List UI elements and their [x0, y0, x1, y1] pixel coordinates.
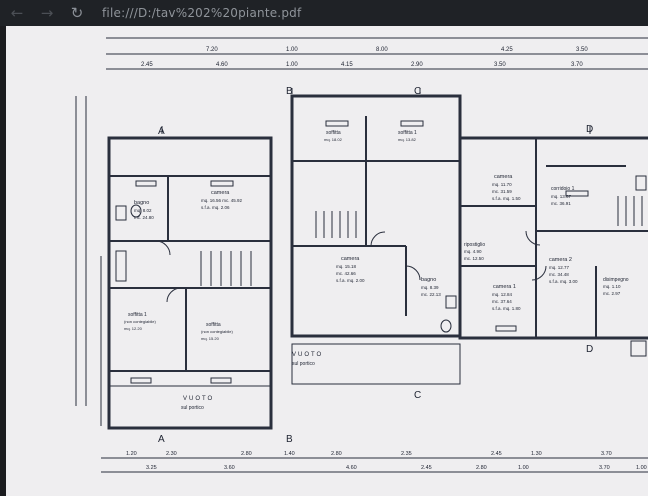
room-camera1-l3: s.f.a. mq. 1.80	[492, 306, 521, 311]
vuoto-a-sub: sul portico	[181, 405, 204, 411]
room-camera-a-l2: s.f.a. mq. 2.06	[201, 205, 230, 210]
room-soffitta1-a-l1: (non contegiabile)	[124, 319, 156, 324]
section-c-top: C	[414, 86, 421, 97]
bottom-dim-14: 2.80	[476, 465, 487, 471]
room-bagno-c-l1: mq. 8.39	[421, 285, 439, 290]
bottom-dim-9: 3.70	[601, 451, 612, 457]
room-soffitta1-a-l2: mq. 12.20	[124, 326, 143, 331]
section-a-top: A	[158, 126, 165, 137]
section-d-top: D	[586, 124, 593, 135]
room-ripostiglio-name: ripostiglio	[464, 242, 485, 248]
bottom-dim-10: 3.25	[146, 465, 157, 471]
section-a-bottom: A	[158, 434, 165, 445]
bottom-dim-16: 3.70	[599, 465, 610, 471]
room-soffitta1-c-name: soffitta 1	[398, 130, 417, 136]
section-c-bottom: C	[414, 390, 421, 401]
room-soffitta1-c-l1: mq. 13.82	[398, 137, 417, 142]
room-camera1-l2: mc. 37.64	[492, 299, 512, 304]
room-bagno-a-l2: mc. 24.80	[134, 215, 154, 220]
room-disimpegno-l1: mq. 1.10	[603, 284, 621, 289]
top-dim-8: 1.00	[286, 62, 298, 68]
room-camera-c-l3: s.f.a. mq. 2.00	[336, 278, 365, 283]
top-dim-5: 3.50	[576, 47, 588, 53]
back-arrow-icon[interactable]: ←	[10, 4, 24, 22]
room-camera2-l3: s.f.a. mq. 3.00	[549, 279, 578, 284]
room-camera-c-l2: mc. 42.66	[336, 271, 356, 276]
bottom-dim-12: 4.60	[346, 465, 357, 471]
top-dim-9: 4.15	[341, 62, 353, 68]
bottom-dim-11: 3.60	[224, 465, 235, 471]
pdf-page: 7.20 1.00 8.00 4.25 3.50 2.45 4.60 1.00 …	[6, 26, 648, 496]
room-camera-d-l3: s.f.a. mq. 1.50	[492, 196, 521, 201]
room-soffitta-a-l1: (non contegiabile)	[201, 329, 233, 334]
room-corridoio-name: corridoio 1	[551, 186, 575, 192]
bottom-dim-5: 2.80	[331, 451, 342, 457]
bottom-dim-1: 1.20	[126, 451, 137, 457]
room-camera2-l1: mq. 12.77	[549, 265, 570, 270]
room-corridoio-l1: mq. 13.67	[551, 194, 572, 199]
room-bagno-c-l2: mc. 22.13	[421, 292, 441, 297]
bottom-dim-4: 1.40	[284, 451, 295, 457]
room-soffitta-c-name: soffitta	[326, 130, 341, 136]
room-bagno-a-l1: mq. 8.02	[134, 208, 152, 213]
top-dim-1: 7.20	[206, 47, 218, 53]
room-camera-d-l2: mc. 31.59	[492, 189, 512, 194]
top-dim-11: 3.50	[494, 62, 506, 68]
room-camera1-l1: mq. 12.84	[492, 292, 513, 297]
room-camera-a-l1: mq. 16.56 mc. 45.92	[201, 198, 243, 203]
room-camera-c-name: camera	[341, 256, 360, 262]
bottom-dim-3: 2.80	[241, 451, 252, 457]
bottom-dim-6: 2.35	[401, 451, 412, 457]
room-soffitta-a-name: soffitta	[206, 322, 221, 328]
bottom-dim-17: 1.00	[636, 465, 647, 471]
section-b-bottom: B	[286, 434, 293, 445]
room-soffitta-c-l1: mq. 18.02	[324, 137, 343, 142]
section-b-top: B	[286, 86, 293, 97]
vuoto-c-label: VUOTO	[292, 352, 323, 358]
room-camera2-name: camera 2	[549, 257, 572, 263]
bottom-dim-13: 2.45	[421, 465, 432, 471]
room-soffitta1-a-name: soffitta 1	[128, 312, 147, 318]
bottom-dim-15: 1.00	[518, 465, 529, 471]
room-camera2-l2: mc. 34.48	[549, 272, 569, 277]
room-ripostiglio-l1: mq. 4.90	[464, 249, 482, 254]
room-disimpegno-name: disimpegno	[603, 277, 629, 283]
top-dim-4: 4.25	[501, 47, 513, 53]
room-bagno-a-name: bagno	[134, 200, 149, 206]
top-dim-3: 8.00	[376, 47, 388, 53]
room-camera-d-l1: mq. 11.70	[492, 182, 512, 187]
room-camera-a-name: camera	[211, 190, 230, 196]
bottom-dim-8: 1.30	[531, 451, 542, 457]
top-dim-10: 2.90	[411, 62, 423, 68]
top-dim-7: 4.60	[216, 62, 228, 68]
bottom-dim-7: 2.45	[491, 451, 502, 457]
floor-plan-drawing: 7.20 1.00 8.00 4.25 3.50 2.45 4.60 1.00 …	[75, 37, 648, 473]
vuoto-a-label: VUOTO	[183, 396, 214, 402]
top-dim-6: 2.45	[141, 62, 153, 68]
room-bagno-c-name: bagno	[421, 277, 436, 283]
room-camera-c-l1: mq. 15.18	[336, 264, 357, 269]
vuoto-c-sub: sul portico	[292, 361, 315, 367]
forward-arrow-icon[interactable]: →	[40, 4, 54, 22]
reload-icon[interactable]: ↻	[70, 4, 84, 22]
address-bar[interactable]: file:///D:/tav%202%20piante.pdf	[102, 6, 302, 20]
top-dim-12: 3.70	[571, 62, 583, 68]
bottom-dim-2: 2.30	[166, 451, 177, 457]
room-camera-d-name: camera	[494, 174, 513, 180]
section-d-bottom: D	[586, 344, 593, 355]
room-disimpegno-l2: mc. 2.97	[603, 291, 621, 296]
browser-toolbar: ← → ↻ file:///D:/tav%202%20piante.pdf	[0, 0, 648, 26]
top-dim-2: 1.00	[286, 47, 298, 53]
room-corridoio-l2: mc. 36.91	[551, 201, 571, 206]
room-ripostiglio-l2: mc. 12.50	[464, 256, 484, 261]
room-soffitta-a-l2: mq. 15.20	[201, 336, 220, 341]
room-camera1-name: camera 1	[493, 284, 516, 290]
